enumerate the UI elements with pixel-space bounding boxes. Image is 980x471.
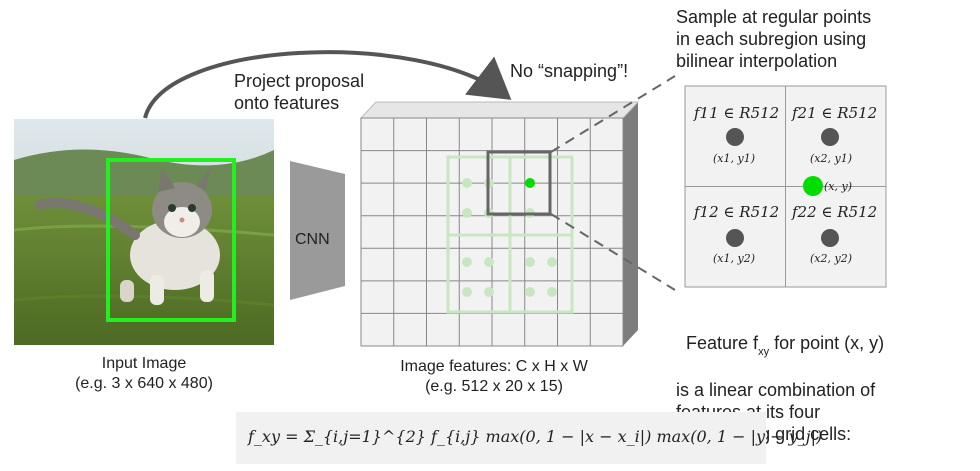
zoom-panel bbox=[684, 85, 887, 288]
feature-desc-line1b: for point (x, y) bbox=[769, 333, 885, 353]
cnn-label: CNN bbox=[295, 231, 330, 248]
faint-sample-point bbox=[484, 287, 494, 297]
cell-f21-label: f21 ∈ R512 bbox=[792, 104, 878, 122]
project-label: Project proposal onto features bbox=[234, 71, 365, 113]
faint-sample-point bbox=[525, 257, 535, 267]
faint-sample-point bbox=[547, 257, 557, 267]
coord-x1y1: (x1, y1) bbox=[713, 152, 755, 165]
formula-box: f_xy = Σ_{i,j=1}^{2} f_{i,j} max(0, 1 − … bbox=[236, 412, 822, 464]
dot-12 bbox=[726, 229, 744, 247]
coord-x1y2: (x1, y2) bbox=[713, 252, 755, 265]
faint-sample-point bbox=[484, 257, 494, 267]
faint-sample-point bbox=[462, 208, 472, 218]
highlight-cell bbox=[486, 150, 552, 216]
dot-11 bbox=[726, 128, 744, 146]
faint-sample-point bbox=[462, 257, 472, 267]
faint-sample-point bbox=[547, 287, 557, 297]
dot-22 bbox=[821, 229, 839, 247]
input-image bbox=[13, 119, 275, 345]
zoom-sample-point bbox=[803, 176, 823, 196]
feature-desc-sub: xy bbox=[758, 346, 770, 358]
faint-sample-point bbox=[462, 287, 472, 297]
cell-f12-label: f12 ∈ R512 bbox=[694, 203, 780, 221]
image-features-caption: Image features: C x H x W (e.g. 512 x 20… bbox=[400, 358, 588, 395]
feature-map bbox=[359, 101, 640, 347]
feature-desc-rest: is a linear combination of features at i… bbox=[676, 380, 876, 444]
coord-xy: (x, y) bbox=[824, 180, 852, 193]
faint-sample-point bbox=[525, 287, 535, 297]
proposal-box bbox=[106, 158, 236, 322]
dot-21 bbox=[821, 128, 839, 146]
sample-label: Sample at regular points in each subregi… bbox=[676, 7, 872, 71]
no-snapping-label: No “snapping”! bbox=[510, 61, 629, 81]
sample-point bbox=[525, 178, 535, 188]
project-arrow bbox=[143, 50, 512, 119]
bilinear-formula: f_xy = Σ_{i,j=1}^{2} f_{i,j} max(0, 1 − … bbox=[248, 427, 823, 446]
faint-sample-point bbox=[462, 178, 472, 188]
zoom-line-bottom bbox=[550, 213, 676, 291]
feature-desc-line1a: Feature f bbox=[686, 333, 759, 353]
cnn-block bbox=[290, 161, 345, 300]
cell-f11-label: f11 ∈ R512 bbox=[694, 104, 780, 122]
zoom-line-top bbox=[550, 75, 676, 153]
coord-x2y2: (x2, y2) bbox=[810, 252, 852, 265]
input-image-caption: Input Image (e.g. 3 x 640 x 480) bbox=[75, 355, 213, 392]
coord-x2y1: (x2, y1) bbox=[810, 152, 852, 165]
kitten-body bbox=[130, 220, 220, 290]
cell-f22-label: f22 ∈ R512 bbox=[792, 203, 878, 221]
feature-description: Feature fxy for point (x, y) is a linear… bbox=[676, 310, 884, 467]
